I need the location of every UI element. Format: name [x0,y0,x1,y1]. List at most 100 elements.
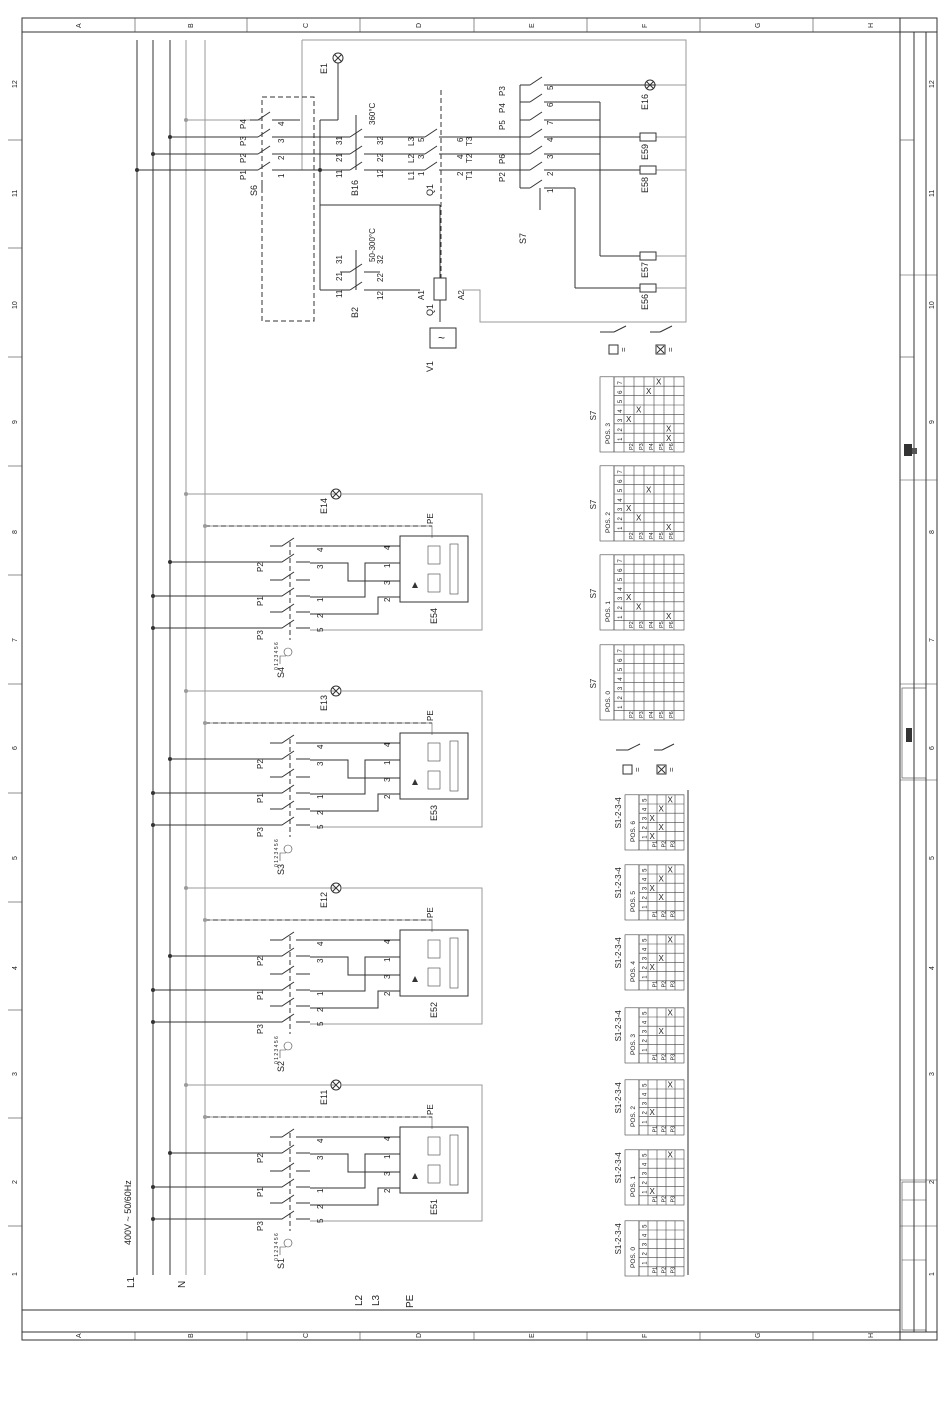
term-tag: 4 [383,939,392,944]
table-row-label: P2 [662,911,668,918]
term-tag: 2 [383,597,392,602]
table-col-label: 2 [643,1111,649,1115]
table-col-label: 3 [643,1101,649,1105]
table-pos-label: POS. 0 [630,1247,637,1268]
table-col-label: 5 [618,577,624,581]
wire [279,1049,286,1058]
b16-term: 22 [376,153,385,162]
table-x-mark: X [626,593,632,602]
wire [310,1153,400,1173]
wire [270,1128,295,1138]
term-tag: 3 [316,761,325,766]
pe-tag: PE [426,513,435,524]
term-tag: 4 [316,941,325,946]
column-label: C [303,1333,310,1338]
b16-term: 11 [335,169,344,178]
legend-eq: = [666,347,675,352]
lamp-tag: E12 [319,892,329,908]
wire [279,655,286,664]
row-label: 8 [12,530,19,534]
column-label: E [529,1333,536,1338]
wire [270,1144,295,1154]
term-tag: 2 [316,1204,325,1209]
column-label: H [868,23,875,28]
junction [168,757,172,761]
legend-lower-labels: = = [633,767,676,772]
term-tag: 1 [316,1188,325,1193]
table-row-label: P1 [653,981,659,988]
table-col-label: 3 [643,1029,649,1033]
lamp-icon [332,687,340,695]
knob-icon [283,1041,293,1051]
scale-tag: 0 1 2 3 4 5 6 [274,1036,280,1064]
table-row-label: P2 [662,1196,668,1203]
table-row-label: P1 [653,1196,659,1203]
table-row-label: P5 [659,621,665,628]
table-row-label: P3 [639,532,645,539]
legend-eq: = [667,767,676,772]
company-logo-icon [904,444,917,742]
coil-icon [449,740,459,792]
junction [151,594,155,598]
s6-pole-p2: P2 [239,153,248,163]
table-title: S1-2-3-4 [614,1082,623,1114]
wire [205,1116,433,1129]
table-pos-label: POS. 5 [630,891,637,912]
table-col-label: 4 [643,1092,649,1096]
table-x-mark: X [659,954,665,963]
wire [310,956,400,976]
term-tag: 3 [383,1171,392,1176]
table-col-label: 4 [643,1162,649,1166]
s7-term: 3 [546,154,555,159]
table-x-mark: X [650,963,656,972]
arrow-icon [412,1173,418,1179]
scale-tag: 0 1 2 3 4 5 6 [274,642,280,670]
column-label: B [188,23,195,28]
term-tag: 1 [383,760,392,765]
lamp-e1-icon [320,52,344,121]
supply-labels: 400V ~ 50/60Hz L1 N L2 L3 PE [123,1180,416,1308]
q1-out: T1 [465,170,474,180]
arrow-icon [412,976,418,982]
term-tag: 5 [316,1218,325,1223]
table-row-label: P5 [659,711,665,718]
pe-tag: PE [426,907,435,918]
arrow-icon [412,779,418,785]
row-label: 5 [12,856,19,860]
q1-term: 1 [417,171,426,176]
s7-term: 6 [546,102,555,107]
table-x-mark: X [666,523,672,532]
table-pos-label: POS. 2 [630,1106,637,1127]
wire [270,537,295,547]
table-col-label: 5 [643,1224,649,1228]
label-L3: L3 [371,1294,382,1306]
s6-term-1: 1 [277,173,286,178]
table-col-label: 7 [618,559,624,563]
junction [151,791,155,795]
table-row-label: P1 [653,1054,659,1061]
row-label: 11 [12,190,19,197]
s6-term-2: 2 [277,155,286,160]
table-col-label: 2 [618,606,624,610]
term-tag: 3 [316,564,325,569]
table-col-label: 4 [643,877,649,881]
table-row-label: P6 [669,532,675,539]
table-row-label: P6 [669,711,675,718]
table-x-mark: X [666,434,672,443]
table-pos-label: POS. 2 [605,512,612,533]
lamp-icon [330,882,342,894]
term-tag: 2 [316,613,325,618]
supply-bus [136,40,206,1275]
lamp-icon [332,884,340,892]
table-col-label: 3 [643,956,649,960]
q1-out: T2 [465,153,474,163]
table-col-label: 4 [618,587,624,591]
table-row-label: P2 [662,1054,668,1061]
table-row-label: P1 [653,911,659,918]
term-tag: 3 [383,580,392,585]
table-col-label: 4 [618,409,624,413]
heating-element-box [399,929,469,997]
table-x-mark: X [668,865,674,874]
table-row-label: P2 [629,532,635,539]
